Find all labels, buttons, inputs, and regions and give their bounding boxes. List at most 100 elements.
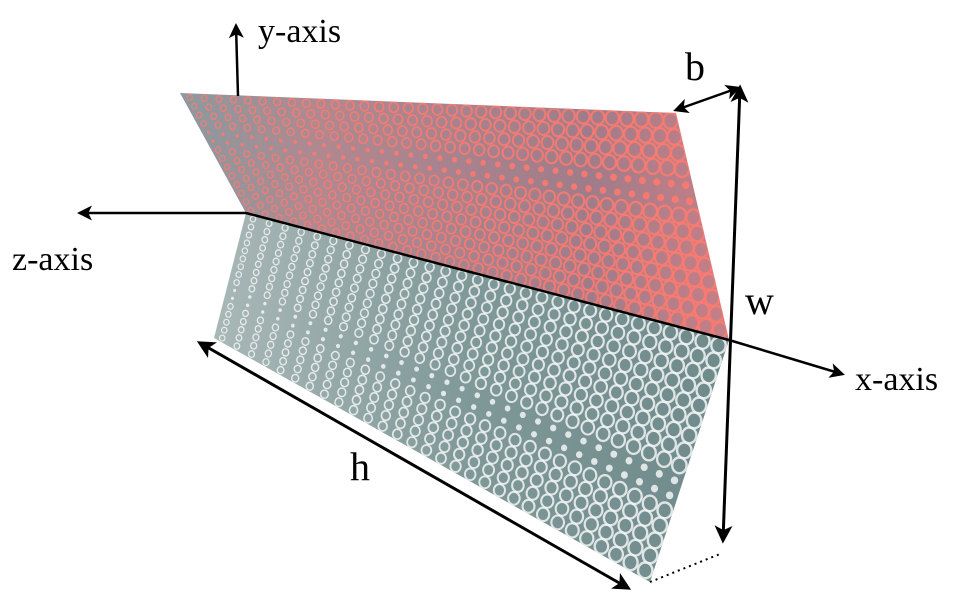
ring-dot [369, 158, 375, 164]
ring-dot [440, 390, 447, 397]
ring-dot [272, 97, 282, 107]
ring-dot [394, 150, 399, 156]
ring-dot [543, 319, 557, 335]
ring-dot [497, 220, 511, 235]
ring-dot [601, 153, 618, 171]
ring-dot [247, 159, 255, 167]
ring-dot [642, 333, 658, 351]
ring-dot [253, 115, 262, 124]
ring-dot [515, 424, 522, 431]
ring-dot [401, 136, 413, 149]
ring-dot [425, 240, 437, 252]
ring-dot [411, 126, 423, 139]
ring-dot [574, 207, 590, 224]
ring-dot [239, 317, 247, 326]
ring-dot [595, 444, 603, 452]
ring-dot [506, 246, 519, 261]
ring-dot [412, 205, 424, 217]
ring-dot [470, 404, 477, 411]
ring-dot [515, 298, 529, 313]
ring-dot [615, 256, 631, 273]
ring-dot [473, 324, 486, 338]
ring-dot [225, 310, 232, 318]
ring-dot [256, 316, 265, 325]
ring-dot [556, 191, 571, 207]
ring-dot [671, 195, 679, 204]
ring-dot [283, 148, 288, 153]
ring-dot [245, 231, 253, 239]
ring-dot [332, 200, 342, 210]
ring-dot [295, 236, 303, 245]
ring-dot [280, 172, 289, 182]
ring-dot [306, 108, 316, 119]
ring-dot [383, 230, 394, 242]
ring-dot [512, 310, 525, 325]
ring-dot [238, 165, 246, 174]
ring-dot [269, 331, 277, 341]
ring-dot [444, 379, 450, 386]
ring-dot [355, 224, 365, 234]
ring-dot [591, 264, 606, 281]
ring-dot [305, 330, 310, 335]
ring-dot [248, 285, 256, 293]
ring-dot [595, 172, 603, 180]
ring-dot [205, 103, 213, 111]
ring-dot [235, 133, 240, 138]
ring-dot [377, 303, 388, 315]
ring-dot [276, 240, 285, 249]
ring-dot [597, 138, 614, 156]
ring-dot [299, 211, 307, 220]
ring-dot [285, 182, 294, 191]
ring-dot [404, 182, 415, 194]
ring-dot [344, 99, 355, 111]
ring-dot [308, 321, 313, 326]
ring-dot [501, 145, 515, 160]
ring-dot [667, 179, 675, 188]
ring-dot [431, 219, 443, 232]
ring-dot [380, 293, 391, 305]
ring-dot [341, 312, 351, 322]
ring-dot [637, 288, 653, 306]
ring-dot [242, 174, 250, 183]
ring-dot [318, 169, 328, 180]
ring-dot [365, 216, 375, 227]
ring-dot [368, 123, 379, 135]
ring-dot [214, 121, 222, 129]
ring-dot [233, 181, 241, 189]
ring-dot [594, 320, 610, 336]
ring-dot [508, 210, 521, 225]
ring-dot [450, 116, 463, 130]
ring-dot [449, 234, 462, 247]
ring-dot [407, 225, 418, 237]
ring-dot [590, 458, 598, 466]
ring-dot [441, 167, 447, 174]
ring-dot [365, 147, 370, 153]
ring-dot [334, 278, 344, 288]
ring-dot [414, 172, 426, 185]
ring-dot [542, 189, 557, 205]
ring-dot [356, 195, 366, 206]
ring-dot [219, 104, 227, 113]
ring-dot [285, 155, 295, 165]
ring-dot [254, 260, 262, 269]
ring-dot [564, 219, 579, 235]
ring-dot [359, 100, 370, 112]
ring-dot [558, 244, 573, 260]
ring-dot [329, 296, 338, 307]
ring-dot [468, 285, 481, 298]
ring-dot [263, 301, 267, 306]
ring-dot [356, 318, 367, 329]
ring-dot [379, 219, 389, 231]
ring-dot [470, 170, 476, 177]
ring-dot [276, 163, 284, 172]
ring-dot [526, 225, 540, 241]
ring-dot [373, 258, 384, 269]
ring-dot [243, 123, 251, 132]
ring-dot [398, 162, 404, 168]
ring-dot [308, 204, 317, 214]
ring-dot [305, 258, 314, 268]
ring-dot [583, 236, 598, 252]
ring-dot [583, 138, 599, 155]
ring-dot [412, 164, 418, 170]
